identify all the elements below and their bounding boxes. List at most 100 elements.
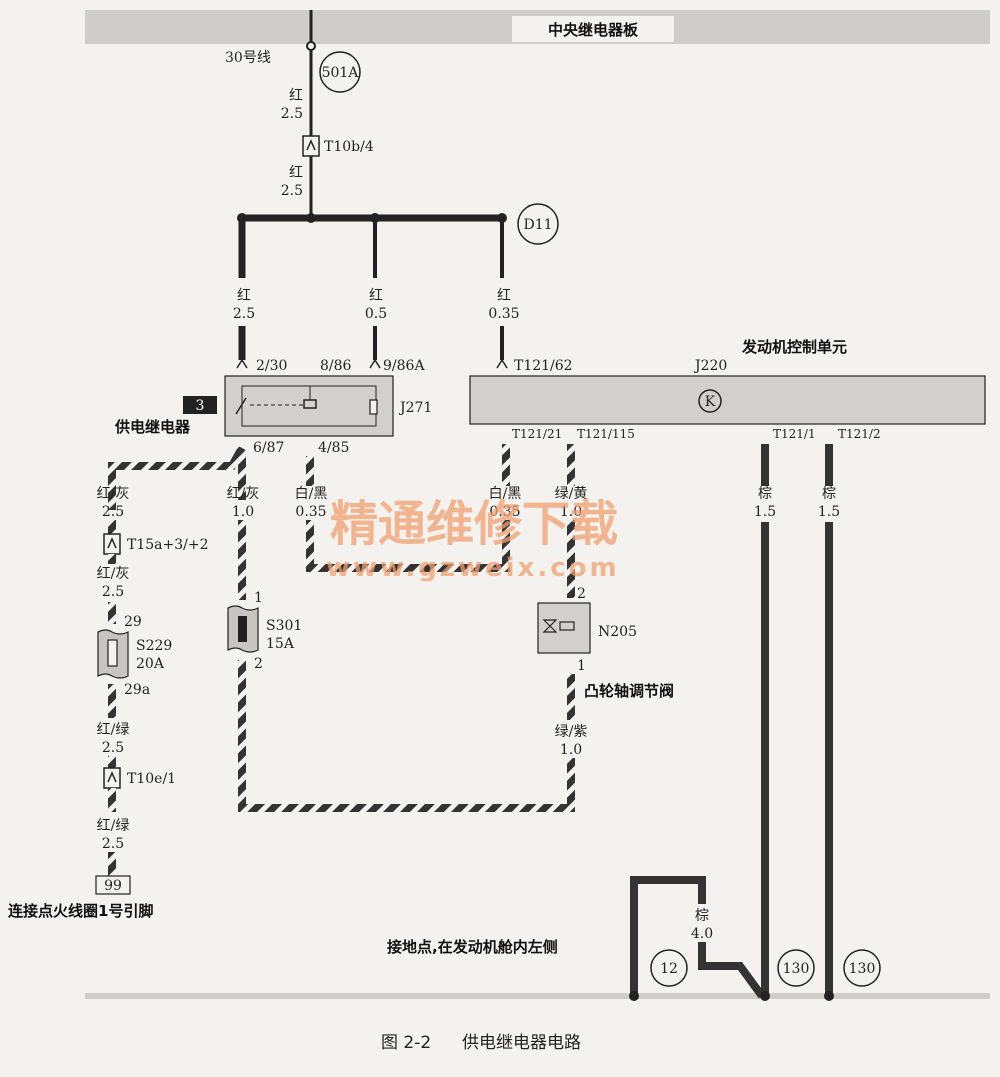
fuse-S229-pin29: 29 [124, 614, 142, 630]
wire14-gauge: 2.5 [102, 740, 124, 756]
fuse-S229-rating: 20A [136, 656, 165, 672]
connector-501A [319, 51, 361, 93]
relay-resistor-icon [369, 399, 378, 415]
wire17-color: 棕 [695, 908, 709, 924]
relay-panel-title-box [512, 16, 674, 42]
connector-99 [95, 875, 131, 895]
wire5-gauge: 0.35 [488, 306, 519, 322]
ecu-name: 发动机控制单元 [741, 338, 847, 356]
ecu-k-symbol: K [705, 394, 716, 410]
wire3-color: 红 [237, 288, 251, 304]
connector-D11 [517, 203, 559, 245]
wire6-color: 红/灰 [97, 486, 130, 502]
plug-T10e1-arrow-icon [107, 771, 117, 783]
ignition-note: 连接点火线圈1号引脚 [8, 902, 153, 920]
relay-pin-9-86A: 9/86A [383, 358, 425, 374]
connector-501A-label: 501A [322, 65, 360, 81]
wire16-color: 绿/紫 [555, 724, 588, 740]
connector-12-label: 12 [660, 961, 678, 977]
splice-bus-2 [306, 213, 316, 223]
wire6-gauge: 2.5 [102, 504, 124, 520]
wire7-gauge: 2.5 [102, 584, 124, 600]
connector-99-label: 99 [104, 878, 122, 894]
wire16-gauge: 1.0 [560, 742, 582, 758]
wire8-gauge: 1.0 [232, 504, 254, 520]
splice-ground-3 [824, 991, 834, 1001]
wire-red-grey-2-5 [108, 446, 246, 510]
pin-arrow-2-30-icon [236, 358, 248, 369]
relay-pin-4-85: 4/85 [318, 440, 349, 456]
wire2-gauge: 2.5 [281, 183, 303, 199]
connector-130a [777, 949, 815, 987]
fuse-S301-pin1: 1 [254, 590, 263, 606]
fuse-S301-id: S301 [266, 618, 302, 634]
wire-green-violet-loop [238, 660, 575, 812]
relay-badge [183, 396, 217, 414]
connector-130b-label: 130 [849, 961, 876, 977]
plug-T121-21-label: T121/21 [512, 427, 562, 441]
ground-point-note: 接地点,在发动机舱内左侧 [387, 938, 558, 956]
relay-pin-8-86: 8/86 [320, 358, 352, 374]
plug-T121-115-label: T121/115 [577, 427, 635, 441]
wire4-color: 红 [369, 288, 383, 304]
plug-T15a-arrow-icon [107, 537, 117, 549]
wire5-color: 红 [497, 288, 511, 304]
splice-ground-1 [629, 991, 639, 1001]
splice-ground-2 [760, 991, 770, 1001]
relay-switch-icon [235, 397, 247, 415]
connector-130b [843, 949, 881, 987]
pin-arrow-T121-62-icon [496, 358, 508, 369]
wire12-gauge: 1.5 [754, 504, 776, 520]
wire15-color: 红/绿 [97, 818, 130, 834]
wire11-color: 绿/黄 [555, 485, 588, 502]
wire1-gauge: 2.5 [281, 106, 303, 122]
valve-coil-icon [559, 621, 575, 631]
plug-T121-62-label: T121/62 [514, 358, 573, 374]
relay-J271-id: J271 [398, 400, 432, 416]
fuse-S301-rating: 15A [266, 636, 295, 652]
valve-pin1: 1 [577, 658, 586, 674]
watermark-url: www.gzweix.com [326, 553, 620, 583]
pin-arrow-9-86A-icon [369, 358, 381, 369]
wire4-gauge: 0.5 [365, 306, 387, 322]
wire17-gauge: 4.0 [691, 926, 713, 942]
connector-D11-label: D11 [523, 217, 552, 233]
valve-N205-icon [542, 619, 558, 633]
wire8-color: 红/灰 [227, 486, 260, 502]
relay-badge-label: 3 [196, 398, 205, 414]
wire-white-black-loop [306, 520, 510, 572]
figure-title: 供电继电器电路 [462, 1033, 581, 1053]
plug-T15a-label: T15a+3/+2 [127, 537, 209, 553]
wire10-color: 白/黑 [489, 486, 522, 502]
fuse-S229-element-icon [107, 639, 118, 667]
wire11-gauge: 1.0 [560, 504, 582, 520]
ecu-k-icon [698, 389, 722, 413]
plug-T10e1-label: T10e/1 [127, 771, 176, 787]
fuse-S229-pin29a: 29a [124, 682, 150, 698]
figure-number: 图 2-2 [381, 1033, 431, 1053]
wire7-color: 红/灰 [97, 566, 130, 582]
plug-T15a [103, 533, 121, 555]
ecu-id: J220 [693, 358, 727, 374]
wire15-gauge: 2.5 [102, 836, 124, 852]
valve-name: 凸轮轴调节阀 [584, 682, 674, 700]
wire3-gauge: 2.5 [233, 306, 255, 322]
ecu-J220 [469, 375, 986, 425]
valve-N205 [537, 602, 591, 654]
fuse-S301-element-icon [238, 616, 247, 642]
ground-bar [85, 993, 990, 999]
plug-T121-2-label: T121/2 [838, 427, 881, 441]
splice-30 [306, 41, 316, 51]
connector-12 [650, 949, 688, 987]
plug-T10b4-arrow-icon [306, 139, 316, 151]
wire9-color: 白/黑 [295, 486, 328, 502]
valve-N205-id: N205 [598, 624, 637, 640]
wire1-color: 红 [289, 88, 303, 104]
plug-T10e1 [103, 767, 121, 789]
wire14-color: 红/绿 [97, 722, 130, 738]
wire13-color: 棕 [822, 486, 836, 502]
wire10-gauge: 0.35 [489, 504, 520, 520]
connector-130a-label: 130 [783, 961, 810, 977]
relay-J271 [224, 375, 394, 437]
